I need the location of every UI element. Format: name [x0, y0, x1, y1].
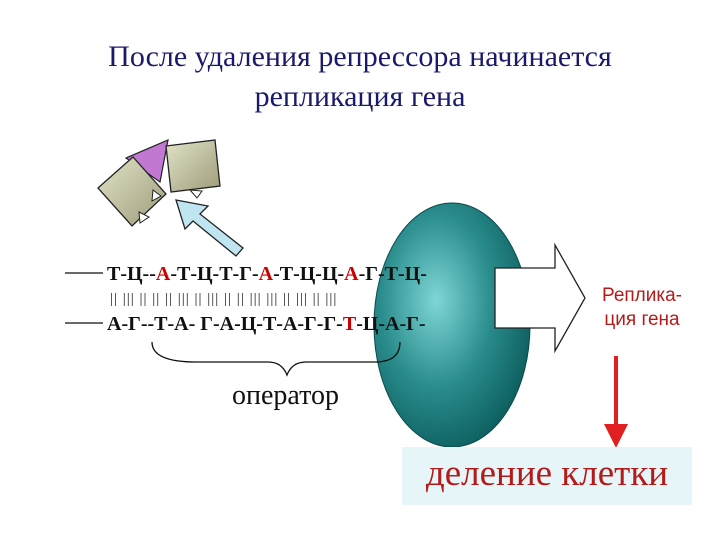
- repressor-block-right: [165, 139, 221, 193]
- slide-title-line1: После удаления репрессора начинается: [108, 40, 612, 73]
- strand-segment: А: [344, 263, 359, 285]
- removal-arrow-shape: [175, 199, 244, 257]
- operator-label: оператор: [232, 380, 339, 411]
- replication-label-line1: Реплика-: [601, 285, 683, 306]
- operator-brace: [151, 341, 401, 377]
- dna-hydrogen-bonds: || ||| || || || ||| || ||| || || ||| |||…: [110, 291, 338, 307]
- strand-segment: -Г-Т-Ц-: [358, 263, 427, 285]
- strand-segment: -Ц-А-Г-: [356, 313, 426, 335]
- strand-segment: Т: [342, 313, 357, 335]
- slide-title-line2: репликация гена: [254, 80, 466, 113]
- strand-segment: -Т-Ц-Т-Г-: [170, 263, 259, 285]
- replication-label: Реплика- ция гена: [582, 284, 702, 332]
- repressor-block-left: [97, 156, 167, 227]
- strand-segment: А: [155, 263, 171, 285]
- cell-division-box: [402, 447, 692, 505]
- strand-segment: А: [258, 263, 274, 285]
- repressor-notch-3: [188, 189, 203, 199]
- replication-arrow-shape: [494, 242, 586, 354]
- strand-segment: -Т-Ц-Ц-: [273, 263, 345, 285]
- replication-label-line2: ция гена: [604, 309, 680, 330]
- repressor-notch-1: [151, 189, 162, 202]
- cell-division-label: деление клетки: [425, 453, 669, 494]
- dna-top-strand: Т-Ц--А-Т-Ц-Т-Г-А-Т-Ц-Ц-А-Г-Т-Ц-: [107, 263, 427, 286]
- strand-segment: Т-Ц--: [107, 263, 156, 285]
- repressor-notch-2: [138, 211, 150, 224]
- dna-bottom-strand: А-Г--Т-А- Г-А-Ц-Т-А-Г-Г-Т-Ц-А-Г-: [107, 313, 426, 336]
- strand-segment: А-Г--Т-А- Г-А-Ц-Т-А-Г-Г-: [107, 313, 343, 335]
- cell-division-arrow-head: [604, 424, 628, 448]
